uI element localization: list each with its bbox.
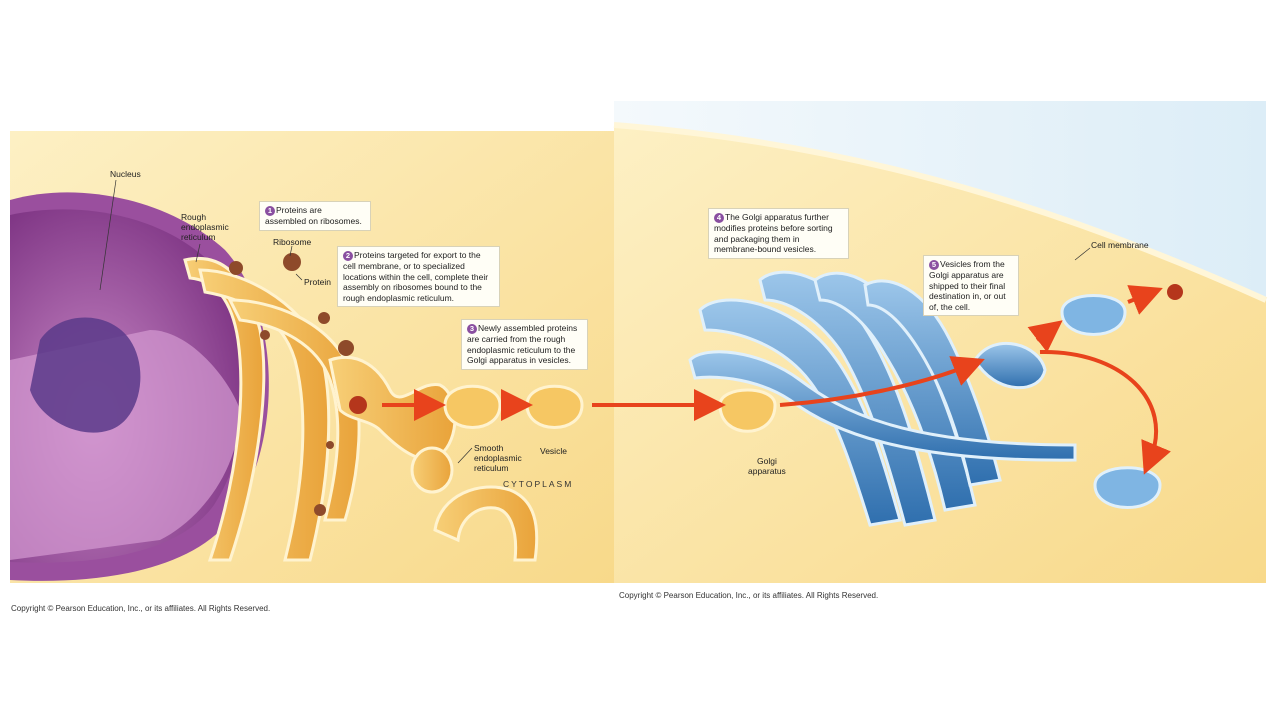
step-1-text: Proteins are assembled on ribosomes. xyxy=(265,205,362,226)
rough-er-shape xyxy=(183,257,457,562)
ribosome-group xyxy=(229,253,354,516)
nucleus-label: Nucleus xyxy=(110,169,141,179)
step-2-number: 2 xyxy=(343,251,353,261)
protein-label: Protein xyxy=(304,277,331,287)
step-1-number: 1 xyxy=(265,206,275,216)
step-5-number: 5 xyxy=(929,260,939,270)
cell-membrane-shape xyxy=(613,122,1268,303)
step-3-text: Newly assembled proteins are carried fro… xyxy=(467,323,578,365)
step-4-number: 4 xyxy=(714,213,724,223)
copyright-right: Copyright © Pearson Education, Inc., or … xyxy=(619,591,879,600)
golgi-label: Golgi apparatus xyxy=(748,456,786,476)
step-4-text: The Golgi apparatus further modifies pro… xyxy=(714,212,833,254)
smooth-er-label: Smooth endoplasmic reticulum xyxy=(474,443,522,473)
export-vesicles xyxy=(1060,294,1162,509)
step-3-number: 3 xyxy=(467,324,477,334)
golgi-shape xyxy=(688,270,1077,527)
step-2-text: Proteins targeted for export to the cell… xyxy=(343,250,489,303)
ribosome-label: Ribosome xyxy=(273,237,312,247)
smooth-er-shape xyxy=(410,446,539,562)
cell-membrane-label: Cell membrane xyxy=(1091,240,1149,250)
step-5-text: Vesicles from the Golgi apparatus are sh… xyxy=(929,259,1006,312)
leader-lines xyxy=(99,179,1091,464)
vesicles xyxy=(443,384,777,433)
rough-er-label: Rough endoplasmic reticulum xyxy=(181,212,229,242)
copyright-left: Copyright © Pearson Education, Inc., or … xyxy=(11,604,271,613)
nucleus-shape xyxy=(10,192,269,581)
cytoplasm-label: CYTOPLASM xyxy=(503,479,574,489)
nucleolus-shape xyxy=(30,317,141,433)
vesicle-label: Vesicle xyxy=(540,446,567,456)
transport-arrows xyxy=(382,285,1171,475)
